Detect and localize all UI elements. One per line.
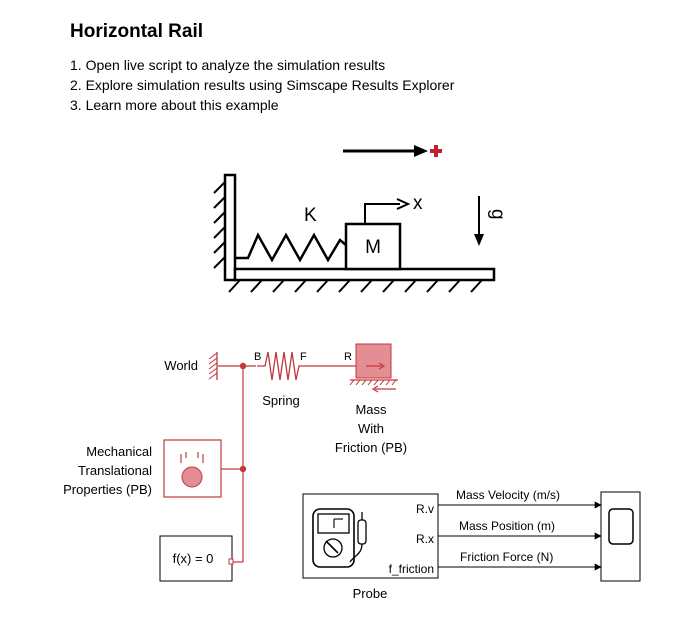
wall xyxy=(213,173,237,282)
world-label: World xyxy=(164,358,198,373)
mass-port-r: R xyxy=(344,351,352,363)
signal-lines[interactable] xyxy=(438,501,602,571)
world-block[interactable] xyxy=(208,352,218,380)
scope-block[interactable] xyxy=(600,491,641,582)
mech-props-block[interactable] xyxy=(163,439,222,498)
mass-label-line3: Friction (PB) xyxy=(335,440,407,455)
probe-port-rv: R.v xyxy=(416,502,434,516)
physical-connections[interactable] xyxy=(218,365,356,563)
mass-label-line2: With xyxy=(358,421,384,436)
spring-port-b: B xyxy=(254,351,261,363)
schematic-image: K M x g xyxy=(213,145,508,293)
spring-label: Spring xyxy=(262,393,300,408)
launch-arrow[interactable] xyxy=(343,145,428,157)
mech-props-label-line1: Mechanical xyxy=(86,444,152,459)
spring-block[interactable] xyxy=(257,351,305,381)
probe-label: Probe xyxy=(353,586,388,601)
x-label: x xyxy=(413,193,423,214)
mass-label-line1: Mass xyxy=(355,402,387,417)
example-links: 1. Open live script to analyze the simul… xyxy=(70,55,454,115)
link-open-live-script[interactable]: 1. Open live script to analyze the simul… xyxy=(70,57,386,73)
probe-block[interactable] xyxy=(302,493,439,579)
plus-icon[interactable] xyxy=(430,145,442,157)
spring-constant-label: K xyxy=(304,205,317,226)
spring-port-f: F xyxy=(300,351,307,363)
multimeter-icon xyxy=(312,508,367,568)
mech-props-label-line2: Translational xyxy=(78,463,152,478)
spring-zigzag xyxy=(235,232,347,263)
probe-port-friction: f_friction xyxy=(389,562,434,576)
mass-label: M xyxy=(365,237,381,258)
signal-label-velocity: Mass Velocity (m/s) xyxy=(456,488,560,502)
mech-props-label-line3: Properties (PB) xyxy=(63,482,152,497)
link-learn-more[interactable]: 3. Learn more about this example xyxy=(70,97,279,113)
signal-label-position: Mass Position (m) xyxy=(459,519,555,533)
solver-config-label: f(x) = 0 xyxy=(173,551,214,566)
gravity-arrow xyxy=(474,196,484,246)
mass-friction-block[interactable] xyxy=(349,343,398,393)
solver-config-block[interactable] xyxy=(159,535,234,582)
x-direction-arrow xyxy=(364,198,411,224)
signal-label-friction: Friction Force (N) xyxy=(460,550,553,564)
link-results-explorer[interactable]: 2. Explore simulation results using Sims… xyxy=(70,77,455,93)
model-title: Horizontal Rail xyxy=(70,21,204,42)
gravity-label: g xyxy=(487,209,508,220)
connection-junctions xyxy=(239,362,247,473)
probe-port-rx: R.x xyxy=(416,532,434,546)
floor xyxy=(228,267,496,293)
mass-box xyxy=(344,222,402,271)
